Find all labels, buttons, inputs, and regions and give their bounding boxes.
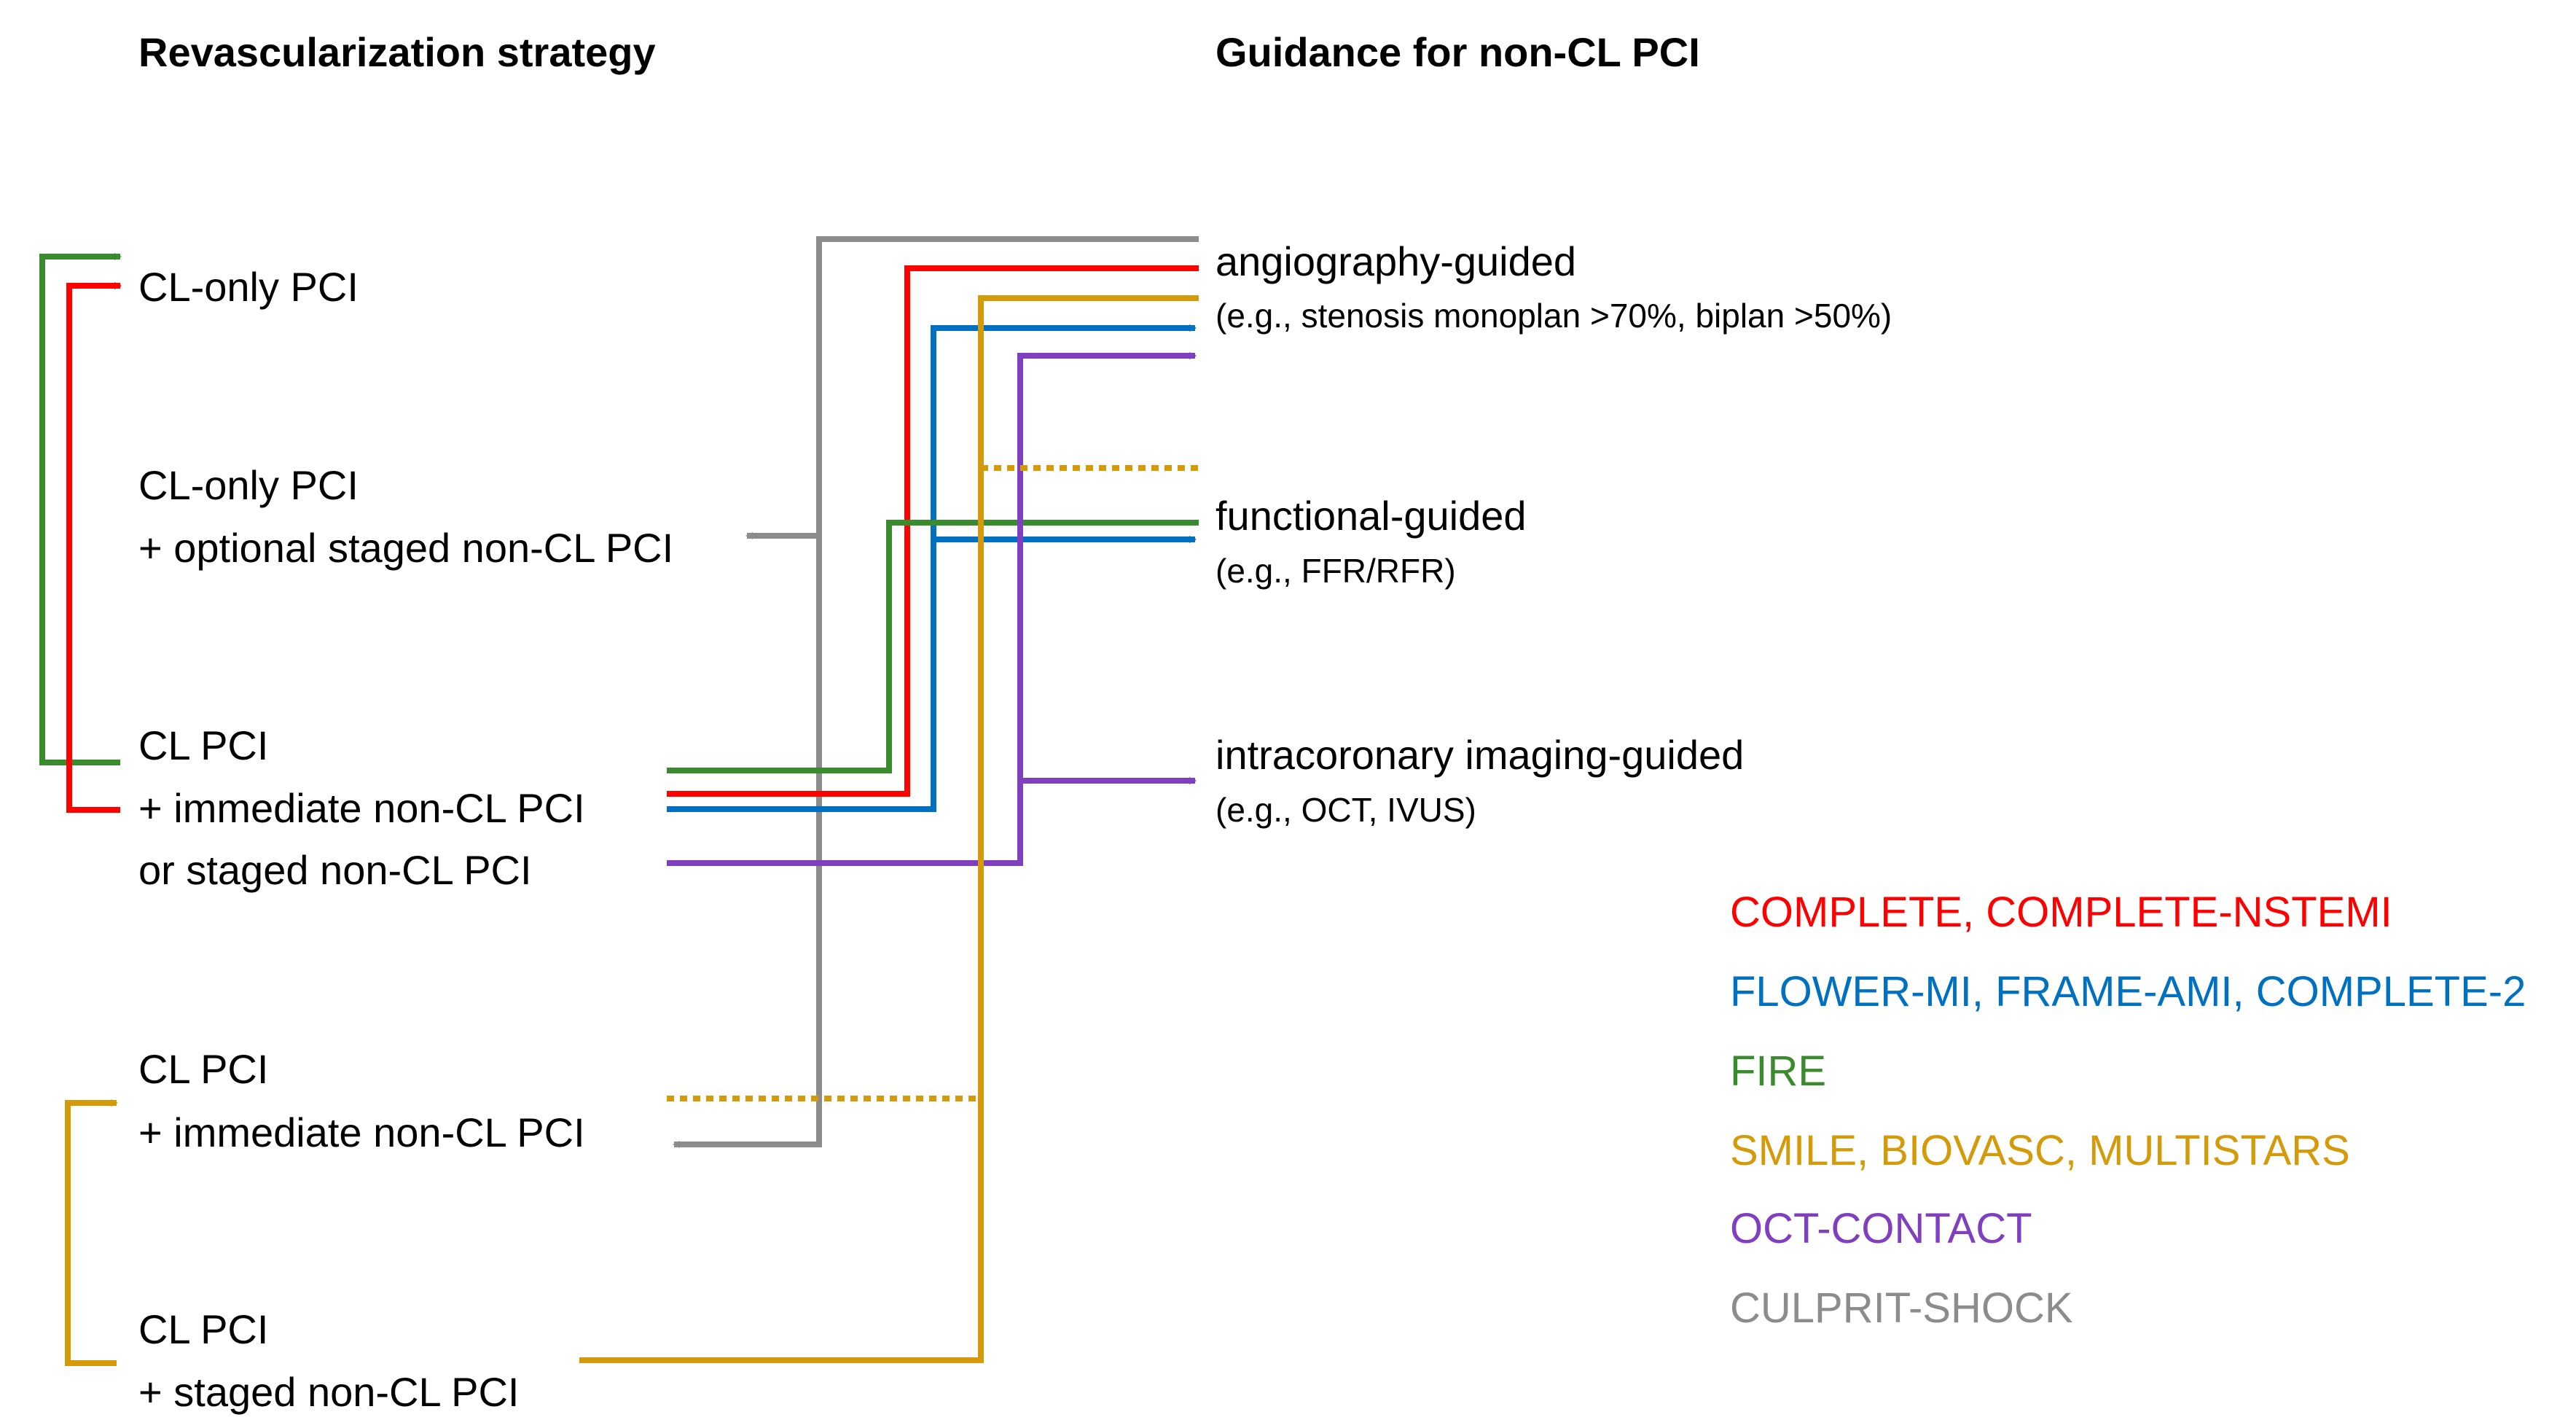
strategy-cl-immediate-line1: CL PCI xyxy=(138,1046,269,1092)
legend-item-complete: COMPLETE, COMPLETE-NSTEMI xyxy=(1730,889,2392,936)
guidance-angiography-title: angiography-guided xyxy=(1215,238,1577,284)
gray-top-line xyxy=(673,236,1199,1148)
strategy-cl-staged-line2: + staged non-CL PCI xyxy=(138,1369,520,1415)
gold-loop-left xyxy=(65,1099,118,1366)
legend-item-oct-contact: OCT-CONTACT xyxy=(1730,1205,2032,1252)
strategy-cl-immediate-or-staged-line1: CL PCI xyxy=(138,722,269,768)
guidance-functional-note: (e.g., FFR/RFR) xyxy=(1215,552,1456,590)
guidance-imaging-title: intracoronary imaging-guided xyxy=(1215,732,1745,778)
strategy-cl-only-staged-line1: CL-only PCI xyxy=(138,462,359,508)
legend-item-culprit-shock: CULPRIT-SHOCK xyxy=(1730,1284,2073,1332)
strategy-cl-immediate-line2: + immediate non-CL PCI xyxy=(138,1109,585,1155)
right-header: Guidance for non-CL PCI xyxy=(1215,29,1700,75)
strategy-cl-staged-line1: CL PCI xyxy=(138,1306,269,1352)
legend-item-smile: SMILE, BIOVASC, MULTISTARS xyxy=(1730,1127,2350,1174)
guidance-functional-title: functional-guided xyxy=(1215,493,1527,539)
green-connector xyxy=(667,520,1199,773)
strategy-cl-only: CL-only PCI xyxy=(138,264,359,310)
red-loop-left xyxy=(66,282,122,813)
legend-item-flower-mi: FLOWER-MI, FRAME-AMI, COMPLETE-2 xyxy=(1730,968,2526,1015)
legend-item-fire: FIRE xyxy=(1730,1047,1827,1095)
gold-connector-staged xyxy=(579,295,1199,1363)
left-header: Revascularization strategy xyxy=(138,29,656,75)
guidance-imaging-note: (e.g., OCT, IVUS) xyxy=(1215,791,1476,829)
red-connector xyxy=(667,265,1199,797)
guidance-angiography-note: (e.g., stenosis monoplan >70%, biplan >5… xyxy=(1215,297,1892,335)
strategy-cl-immediate-or-staged-line2: + immediate non-CL PCI xyxy=(138,785,585,831)
green-loop-left xyxy=(39,253,122,765)
blue-connector-angio xyxy=(667,324,1197,812)
strategy-cl-only-staged-line2: + optional staged non-CL PCI xyxy=(138,525,674,571)
purple-connector-angio xyxy=(667,352,1197,866)
strategy-cl-immediate-or-staged-line3: or staged non-CL PCI xyxy=(138,847,532,893)
